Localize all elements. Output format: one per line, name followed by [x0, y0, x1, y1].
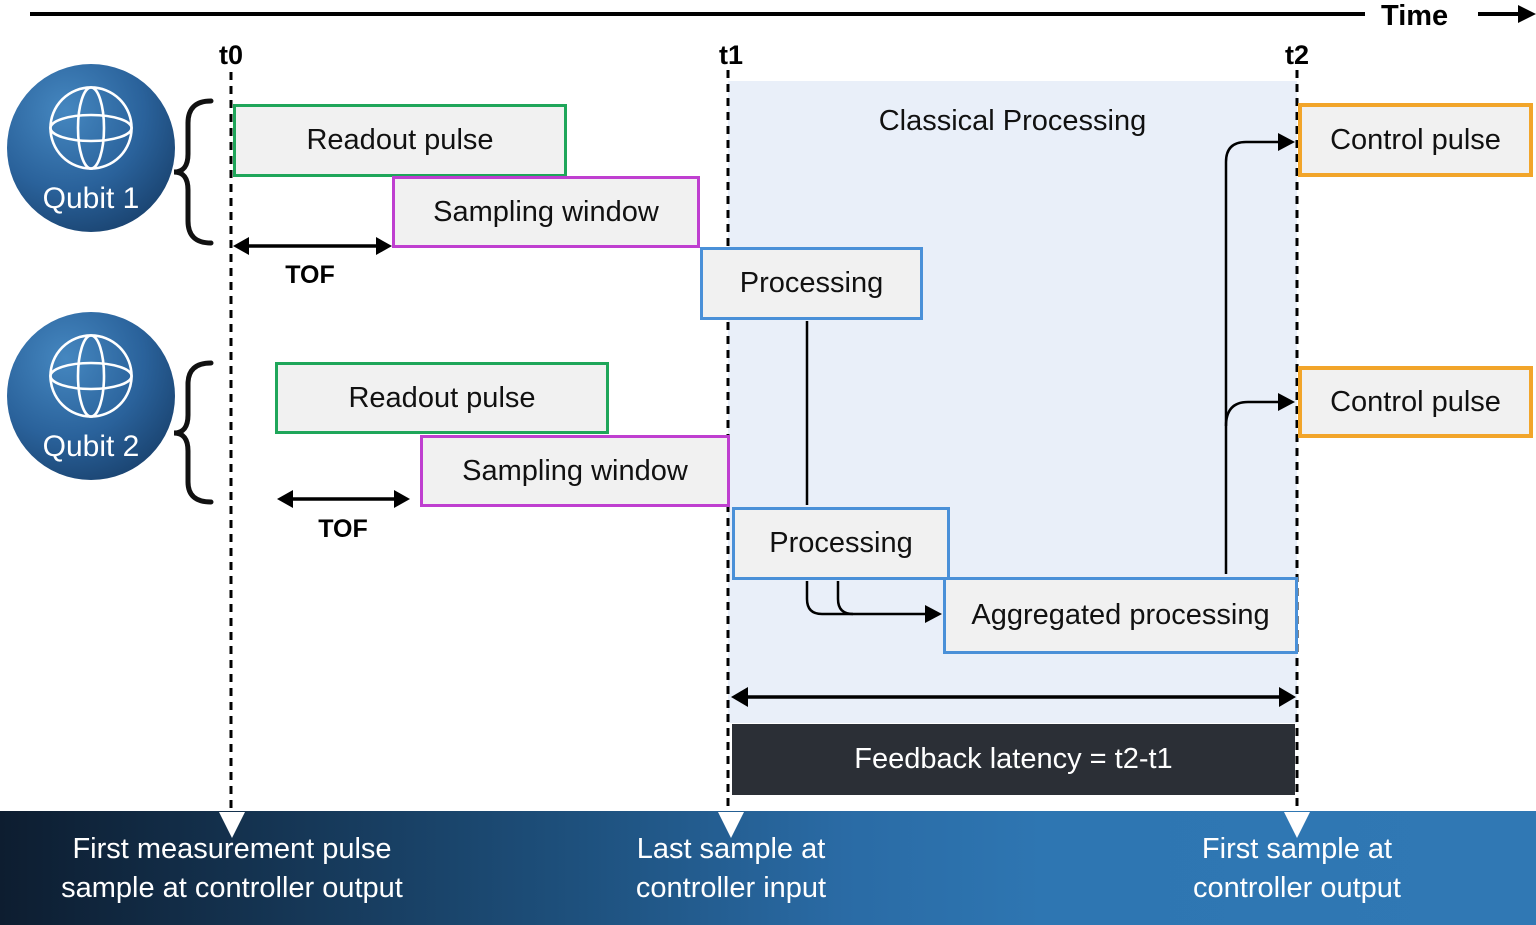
- sampling-window-box-qubit2: Sampling window: [420, 435, 730, 507]
- proc2-to-aggregated-line: [836, 581, 854, 616]
- time-marker-lines: [229, 70, 1299, 811]
- readout-pulse-box-qubit1: Readout pulse: [233, 104, 567, 177]
- t1-footer-arrow-icon: [718, 812, 744, 838]
- tof-arrow-qubit2: [277, 490, 410, 508]
- tof-arrow-qubit1: [233, 237, 392, 255]
- t2-label: t2: [1284, 40, 1309, 70]
- qubit-braces: [173, 98, 214, 505]
- qubit1-sphere: Qubit 1: [7, 64, 175, 232]
- bloch-sphere-icon: [49, 334, 133, 418]
- bloch-sphere-icon: [49, 86, 133, 170]
- latency-span-arrow: [731, 687, 1296, 707]
- time-axis-arrowhead-icon: [1518, 5, 1536, 23]
- tof-label-qubit1: TOF: [285, 261, 335, 289]
- footer-caption-t0: First measurement pulse sample at contro…: [12, 830, 452, 908]
- footer-marker-arrows: [219, 812, 1310, 838]
- qubit2-sphere: Qubit 2: [7, 312, 175, 480]
- processing-box-qubit1: Processing: [700, 247, 923, 320]
- qubit2-brace: [173, 360, 214, 505]
- control1-arrowhead-icon: [1278, 133, 1295, 151]
- processing-connectors: [805, 321, 927, 616]
- readout-pulse-box-qubit2: Readout pulse: [275, 362, 609, 434]
- aggregated-processing-box: Aggregated processing: [943, 577, 1298, 654]
- feedback-latency-box: Feedback latency = t2-t1: [732, 724, 1295, 795]
- footer-caption-t2: First sample at controller output: [1097, 830, 1497, 908]
- aggregated-to-control2-line: [1224, 400, 1280, 427]
- t1-label: t1: [718, 40, 743, 70]
- qubit1-label: Qubit 1: [42, 182, 140, 215]
- processing-box-qubit2: Processing: [732, 507, 950, 580]
- footer-band: [0, 811, 1536, 925]
- qubit2-label: Qubit 2: [42, 430, 140, 463]
- t0-label: t0: [218, 40, 243, 70]
- qubit1-brace: [173, 98, 214, 246]
- footer-caption-t2-line1: First sample at: [1201, 833, 1393, 865]
- footer-caption-t1-line1: Last sample at: [636, 833, 826, 865]
- t2-footer-arrow-icon: [1284, 812, 1310, 838]
- control-pulse-box-qubit1: Control pulse: [1298, 103, 1533, 177]
- aggregated-to-control1-line: [1224, 140, 1280, 574]
- footer-caption-t1: Last sample at controller input: [531, 830, 931, 908]
- footer-caption-t1-line2: controller input: [635, 872, 827, 904]
- classical-processing-title: Classical Processing: [878, 105, 1147, 137]
- aggregated-arrowhead-icon: [925, 605, 942, 623]
- control2-arrowhead-icon: [1278, 393, 1295, 411]
- time-axis-line: [30, 5, 1536, 23]
- control-pulse-box-qubit2: Control pulse: [1298, 366, 1533, 438]
- tof-label-qubit2: TOF: [318, 515, 368, 543]
- footer-caption-t0-line1: First measurement pulse: [72, 833, 392, 865]
- footer-caption-t2-line2: controller output: [1193, 872, 1401, 904]
- footer-caption-t0-line2: sample at controller output: [61, 872, 403, 904]
- proc1-to-aggregated-line: [805, 581, 927, 616]
- sampling-window-box-qubit1: Sampling window: [392, 176, 700, 248]
- control-connectors: [1224, 140, 1280, 574]
- time-axis-label: Time: [1381, 0, 1449, 32]
- t0-footer-arrow-icon: [219, 812, 245, 838]
